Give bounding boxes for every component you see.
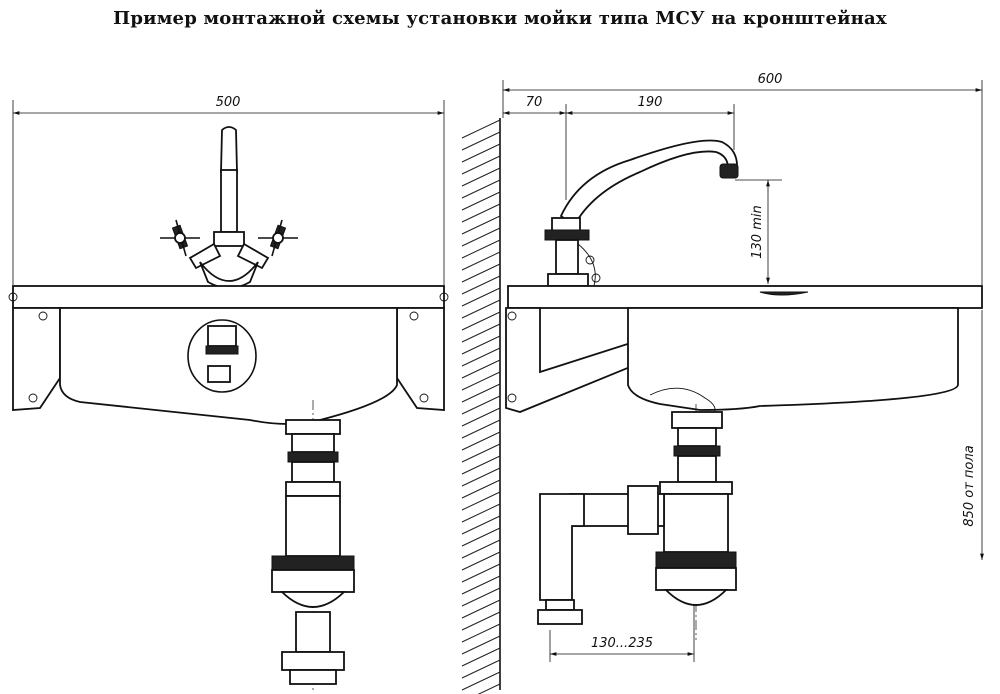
- wall-hatch-line: [461, 599, 501, 619]
- wall-hatch-line: [461, 323, 501, 343]
- wall-hatch-line: [461, 539, 501, 559]
- front-width-label: 500: [216, 95, 241, 110]
- wall-hatch-line: [461, 359, 501, 379]
- wall-hatch-line: [461, 155, 501, 175]
- front-drain-trap: [271, 400, 355, 690]
- wall-hatch-line: [461, 215, 501, 235]
- wall-hatch-line: [461, 311, 501, 331]
- wall-hatch-line: [461, 143, 501, 163]
- front-counter-top: [12, 285, 445, 309]
- wall-hatch-line: [461, 431, 501, 451]
- wall-hatch-line: [461, 119, 501, 139]
- side-counter-top: [507, 285, 983, 309]
- wall-hatch-line: [461, 239, 501, 259]
- wall-hatch-line: [461, 407, 501, 427]
- wall-hatch-line: [461, 203, 501, 223]
- right-valve-handle-icon: [258, 219, 298, 257]
- spout-height-label: 130 min: [750, 205, 765, 258]
- wall-hatch-line: [461, 587, 501, 607]
- side-total-label: 600: [758, 72, 783, 87]
- wall-hatch-line: [461, 647, 501, 667]
- wall-hatch-line: [461, 455, 501, 475]
- wall-hatch-line: [461, 179, 501, 199]
- wall-offset-label: 70: [526, 95, 543, 110]
- wall-hatch-line: [461, 251, 501, 271]
- wall-hatch-line: [461, 551, 501, 571]
- wall-hatch-line: [461, 371, 501, 391]
- wall-hatch-line: [477, 683, 501, 694]
- front-width-dimension: 500: [12, 95, 445, 285]
- wall-hatch-line: [461, 491, 501, 511]
- front-view: 500: [8, 95, 449, 690]
- wall-hatch-line: [461, 479, 501, 499]
- floor-height-label: 850 от пола: [962, 445, 977, 526]
- siphon-offset-label: 130...235: [591, 636, 653, 651]
- wall-hatch-line: [461, 227, 501, 247]
- wall-hatch-line: [461, 611, 501, 631]
- side-faucet: [544, 139, 739, 287]
- wall-hatch-line: [461, 515, 501, 535]
- wall-hatch-line: [461, 527, 501, 547]
- wall-hatch-line: [461, 167, 501, 187]
- front-left-bracket: [12, 307, 61, 411]
- wall-hatch-line: [461, 659, 501, 679]
- wall-hatch-line: [461, 623, 501, 643]
- wall-hatch-line: [461, 263, 501, 283]
- wall-hatch-line: [461, 419, 501, 439]
- wall-hatch-line: [461, 671, 501, 691]
- wall-hatch-line: [461, 635, 501, 655]
- wall-hatch-line: [461, 563, 501, 583]
- wall-hatch-line: [461, 503, 501, 523]
- side-view: 600 70 190 130 min 850 от пола 130...235: [502, 72, 984, 662]
- wall-hatch-line: [461, 347, 501, 367]
- wall-hatch-line: [461, 287, 501, 307]
- wall-hatch-line: [461, 131, 501, 151]
- wall-hatch-line: [461, 191, 501, 211]
- wall-hatch-line: [461, 575, 501, 595]
- wall-hatching: [461, 118, 501, 694]
- wall-hatch-line: [461, 335, 501, 355]
- spout-reach-label: 190: [638, 95, 663, 110]
- wall-hatch-line: [461, 299, 501, 319]
- side-sink-bowl: [627, 307, 959, 411]
- wall-hatch-line: [461, 443, 501, 463]
- wall-hatch-line: [461, 275, 501, 295]
- front-faucet: [160, 126, 298, 289]
- side-drain-trap: [537, 404, 737, 640]
- wall-hatch-line: [461, 467, 501, 487]
- left-valve-handle-icon: [160, 219, 200, 257]
- side-dimensions: 600 70 190 130 min 850 от пола 130...235: [502, 72, 984, 662]
- wall-hatch-line: [461, 395, 501, 415]
- wall-hatch-line: [461, 383, 501, 403]
- front-right-bracket: [396, 307, 445, 411]
- page-title: Пример монтажной схемы установки мойки т…: [113, 8, 887, 29]
